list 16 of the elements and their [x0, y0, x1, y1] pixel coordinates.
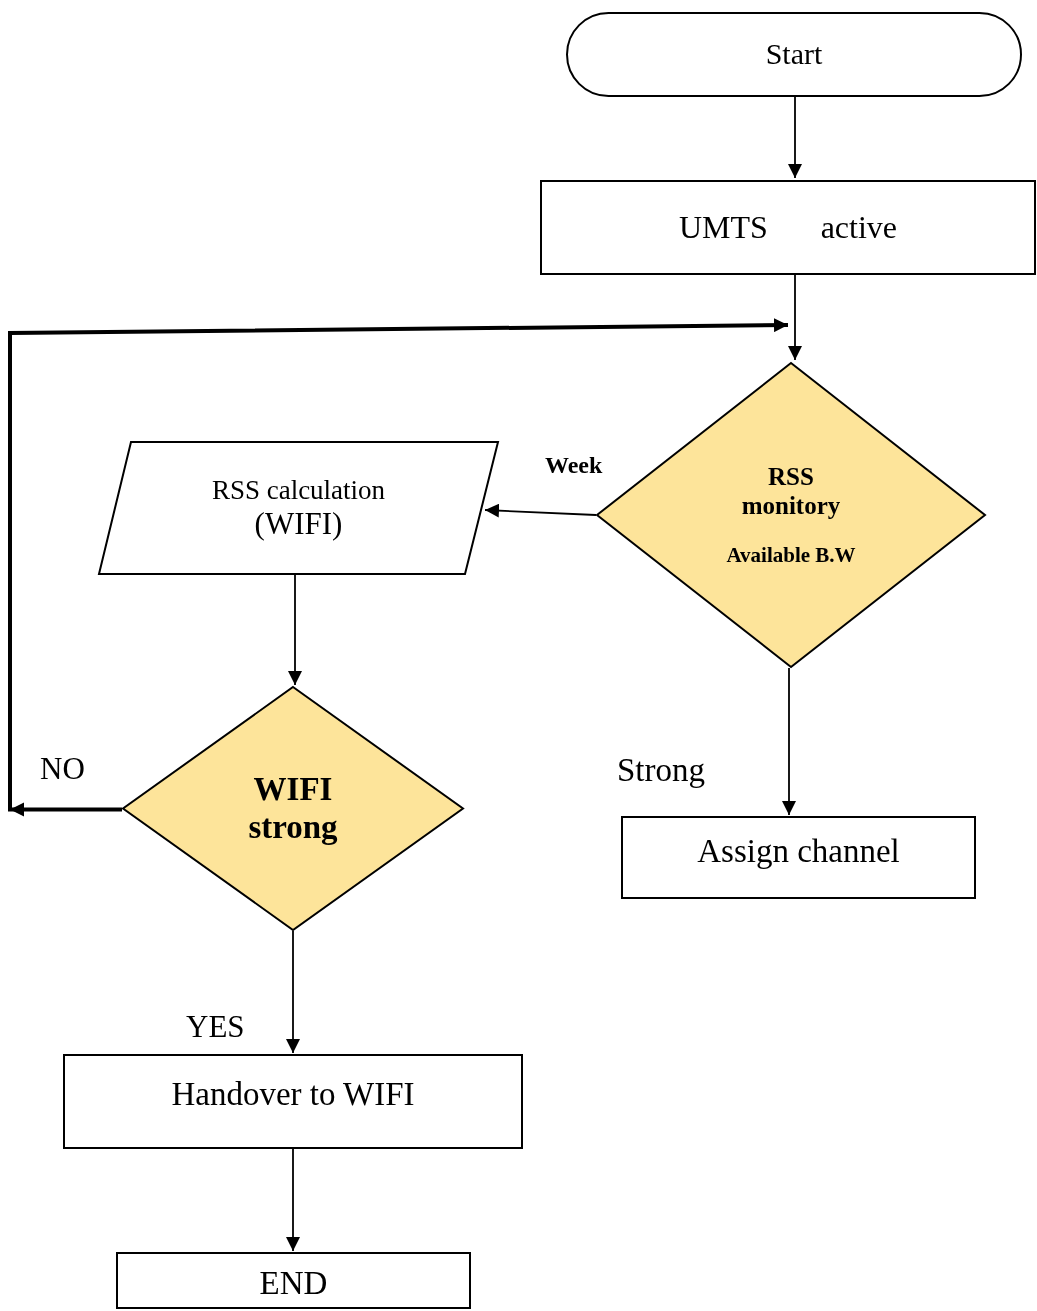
node-label: WIFI strong — [247, 770, 339, 847]
node-label: (WIFI) — [254, 505, 343, 542]
node-label: UMTS active — [678, 209, 898, 246]
node-label: Assign channel — [697, 832, 900, 871]
process-box — [63, 1054, 523, 1149]
process-box — [540, 180, 1036, 275]
decision-diamond — [122, 686, 464, 931]
node-label: Start — [765, 37, 823, 72]
input-output-box — [98, 441, 499, 575]
node-label: RSS monitory — [740, 463, 842, 521]
process-box — [621, 816, 976, 899]
node-label: Available B.W — [726, 542, 856, 567]
process-box — [116, 1252, 471, 1309]
node-label: Handover to WIFI — [171, 1075, 415, 1114]
node-label: END — [259, 1264, 328, 1303]
node-label: RSS calculation — [211, 474, 386, 506]
